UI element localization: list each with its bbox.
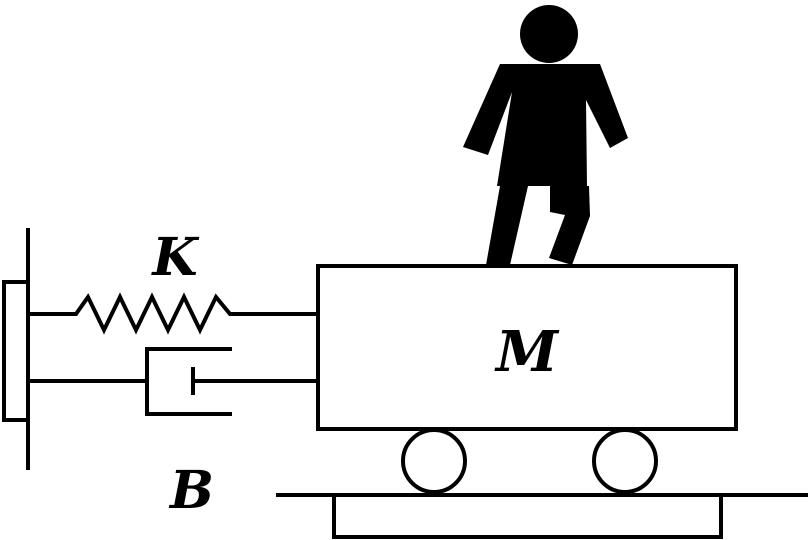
wheel-icon (592, 428, 658, 494)
mass-label: M (494, 319, 560, 385)
mass-block (316, 264, 738, 431)
spring (28, 292, 318, 335)
wheel-icon (401, 428, 467, 494)
wall-plate (2, 280, 30, 422)
person-icon (463, 5, 628, 265)
ground-base (332, 495, 723, 539)
damping-label: B (168, 460, 214, 521)
spring-label: K (150, 227, 199, 288)
damper (28, 347, 318, 416)
